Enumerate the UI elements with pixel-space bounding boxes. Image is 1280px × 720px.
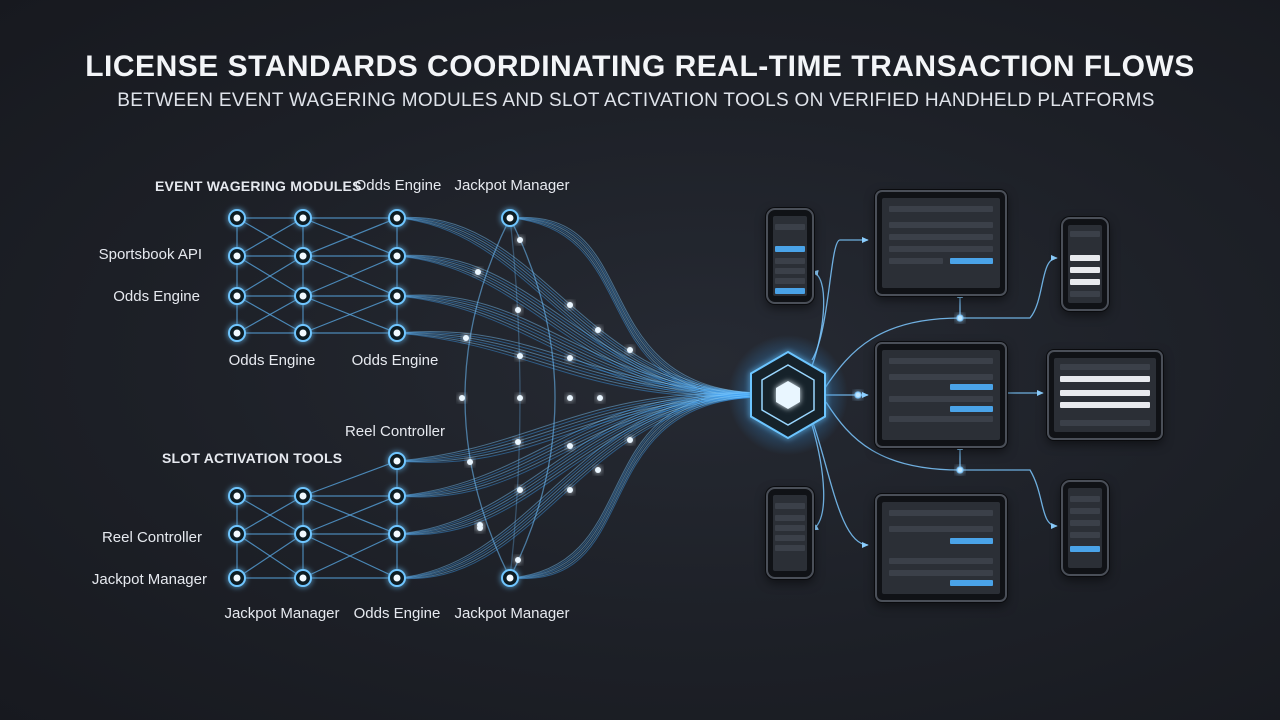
slot-top-node-label: Reel Controller	[344, 423, 446, 440]
flow-connector	[811, 236, 869, 361]
handheld-device-icon	[875, 342, 1007, 448]
flow-dot	[517, 237, 523, 243]
flow-dot	[567, 395, 573, 401]
handheld-device-icon	[1061, 217, 1109, 311]
slot-col-bottom-label-3: Jackpot Manager	[454, 605, 570, 622]
handheld-device-icon	[875, 190, 1007, 296]
flow-dot	[459, 395, 465, 401]
event-col-top-label-2: Jackpot Manager	[454, 177, 570, 194]
flow-dot	[515, 307, 521, 313]
event-row-label-1: Sportsbook API	[98, 246, 202, 263]
slot-row-label-2: Jackpot Manager	[91, 571, 207, 588]
flow-dot	[627, 347, 633, 353]
event-col-bottom-label-2: Odds Engine	[351, 352, 439, 369]
flow-dot	[595, 327, 601, 333]
flow-dot	[627, 437, 633, 443]
slot-activation-heading: SLOT ACTIVATION TOOLS	[162, 450, 343, 466]
event-col-top-label-1: Odds Engine	[354, 177, 442, 194]
event-row-label-2: Odds Engine	[113, 288, 200, 305]
handheld-device-icon	[766, 487, 814, 579]
connector-junction	[956, 314, 964, 322]
slot-row-label-1: Reel Controller	[101, 529, 202, 546]
flow-dot	[517, 353, 523, 359]
connector-junction	[956, 466, 964, 474]
flow-dot	[515, 439, 521, 445]
flow-dot	[517, 487, 523, 493]
flow-dot	[567, 355, 573, 361]
hexagon-hub-icon	[728, 335, 848, 455]
flow-dot	[467, 459, 473, 465]
event-col-bottom-label-1: Odds Engine	[228, 352, 316, 369]
flow-dot	[463, 335, 469, 341]
flow-dot	[567, 487, 573, 493]
flow-dot	[477, 522, 483, 528]
event-wagering-heading: EVENT WAGERING MODULES	[155, 178, 362, 194]
handheld-device-icon	[875, 494, 1007, 602]
flow-connector	[960, 254, 1058, 319]
handheld-device-icon	[766, 208, 814, 304]
diagram-subtitle: BETWEEN EVENT WAGERING MODULES AND SLOT …	[117, 90, 1155, 111]
diagram-title: LICENSE STANDARDS COORDINATING REAL-TIME…	[85, 50, 1195, 83]
flow-dot	[567, 302, 573, 308]
flow-dot	[517, 395, 523, 401]
slot-col-bottom-label-2: Odds Engine	[353, 605, 441, 622]
handheld-device-icon	[1047, 350, 1163, 440]
flow-dot	[475, 269, 481, 275]
connector-junction	[854, 391, 862, 399]
flow-dot	[515, 557, 521, 563]
flow-dot	[567, 443, 573, 449]
flow-connector	[960, 469, 1058, 530]
flow-dot	[597, 395, 603, 401]
flow-dot	[595, 467, 601, 473]
handheld-device-icon	[1061, 480, 1109, 576]
slot-col-bottom-label-1: Jackpot Manager	[224, 605, 340, 622]
